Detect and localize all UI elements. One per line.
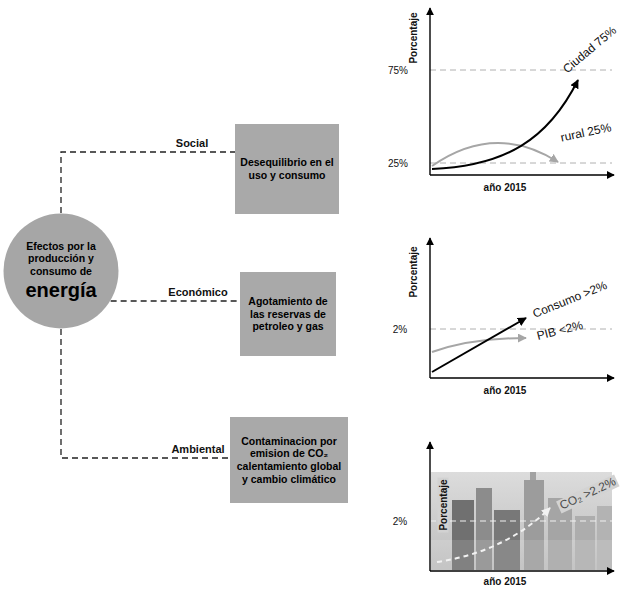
dashed-connector — [61, 152, 235, 213]
edge-label: Social — [176, 137, 208, 149]
smog-haze — [431, 540, 612, 570]
edge-label: Ambiental — [171, 443, 224, 455]
node-text-block: Desequilibrio en el uso y consumo — [235, 124, 339, 214]
node-text-block: Agotamiento de las reservas de petroleo … — [240, 272, 336, 356]
city-curve — [432, 80, 578, 169]
tick-label: 75% — [388, 65, 408, 76]
tick-label: 25% — [388, 158, 408, 169]
effect-box: Contaminacion por emision de CO₂ calenta… — [230, 417, 348, 503]
series-label: rural 25% — [560, 121, 613, 145]
dashed-connector — [61, 329, 230, 458]
consumption-line — [432, 318, 526, 372]
y-axis — [429, 442, 430, 571]
node-label: Desequilibrio en el uso y consumo — [240, 156, 334, 181]
x-axis — [430, 570, 614, 571]
city-buildings — [431, 472, 612, 570]
reference-line — [430, 163, 612, 164]
reference-line — [430, 521, 612, 522]
series-label: PIB <2% — [536, 319, 585, 343]
node-label: Agotamiento de las reservas de petroleo … — [245, 295, 331, 333]
series-label: Consumo >2% — [531, 279, 609, 321]
co2-curve — [437, 508, 550, 562]
axis-label: año 2015 — [484, 576, 527, 587]
topic-circle: Efectos por la producción y consumo deen… — [3, 213, 119, 329]
axis-title: Porcentaje — [408, 246, 419, 297]
node-text-block: Contaminacion por emision de CO₂ calenta… — [230, 417, 348, 503]
effect-box: Agotamiento de las reservas de petroleo … — [240, 272, 336, 356]
co2-chart — [430, 442, 614, 571]
axis-label: año 2015 — [484, 385, 527, 396]
dashed-connector — [111, 300, 240, 301]
effect-box: Desequilibrio en el uso y consumo — [235, 124, 339, 214]
tick-label: 2% — [393, 516, 407, 527]
tick-label: 2% — [393, 324, 407, 335]
node-label: Efectos por la producción y consumo de — [18, 240, 104, 278]
node-heading: energía — [25, 278, 96, 302]
axis-label: año 2015 — [484, 182, 527, 193]
circle-shape — [4, 214, 119, 329]
urban-rural-chart — [430, 8, 614, 175]
x-axis — [430, 377, 614, 378]
axis-title: Porcentaje — [408, 12, 419, 63]
reference-line — [430, 329, 612, 330]
rural-curve — [432, 143, 558, 166]
y-axis — [429, 238, 430, 378]
consumption-gdp-chart — [430, 238, 614, 378]
reference-line — [430, 70, 612, 71]
axis-title: Porcentaje — [438, 477, 449, 532]
node-label: Contaminacion por emision de CO₂ calenta… — [235, 435, 343, 485]
building — [530, 472, 536, 480]
city-photo-sky — [431, 472, 612, 570]
edge-label: Económico — [168, 286, 227, 298]
x-axis — [430, 174, 614, 175]
series-label: Ciudad 75% — [561, 24, 620, 76]
series-label: CO₂ >2.2% — [556, 474, 620, 513]
node-text-block: Efectos por la producción y consumo deen… — [3, 213, 119, 329]
y-axis — [429, 8, 430, 175]
